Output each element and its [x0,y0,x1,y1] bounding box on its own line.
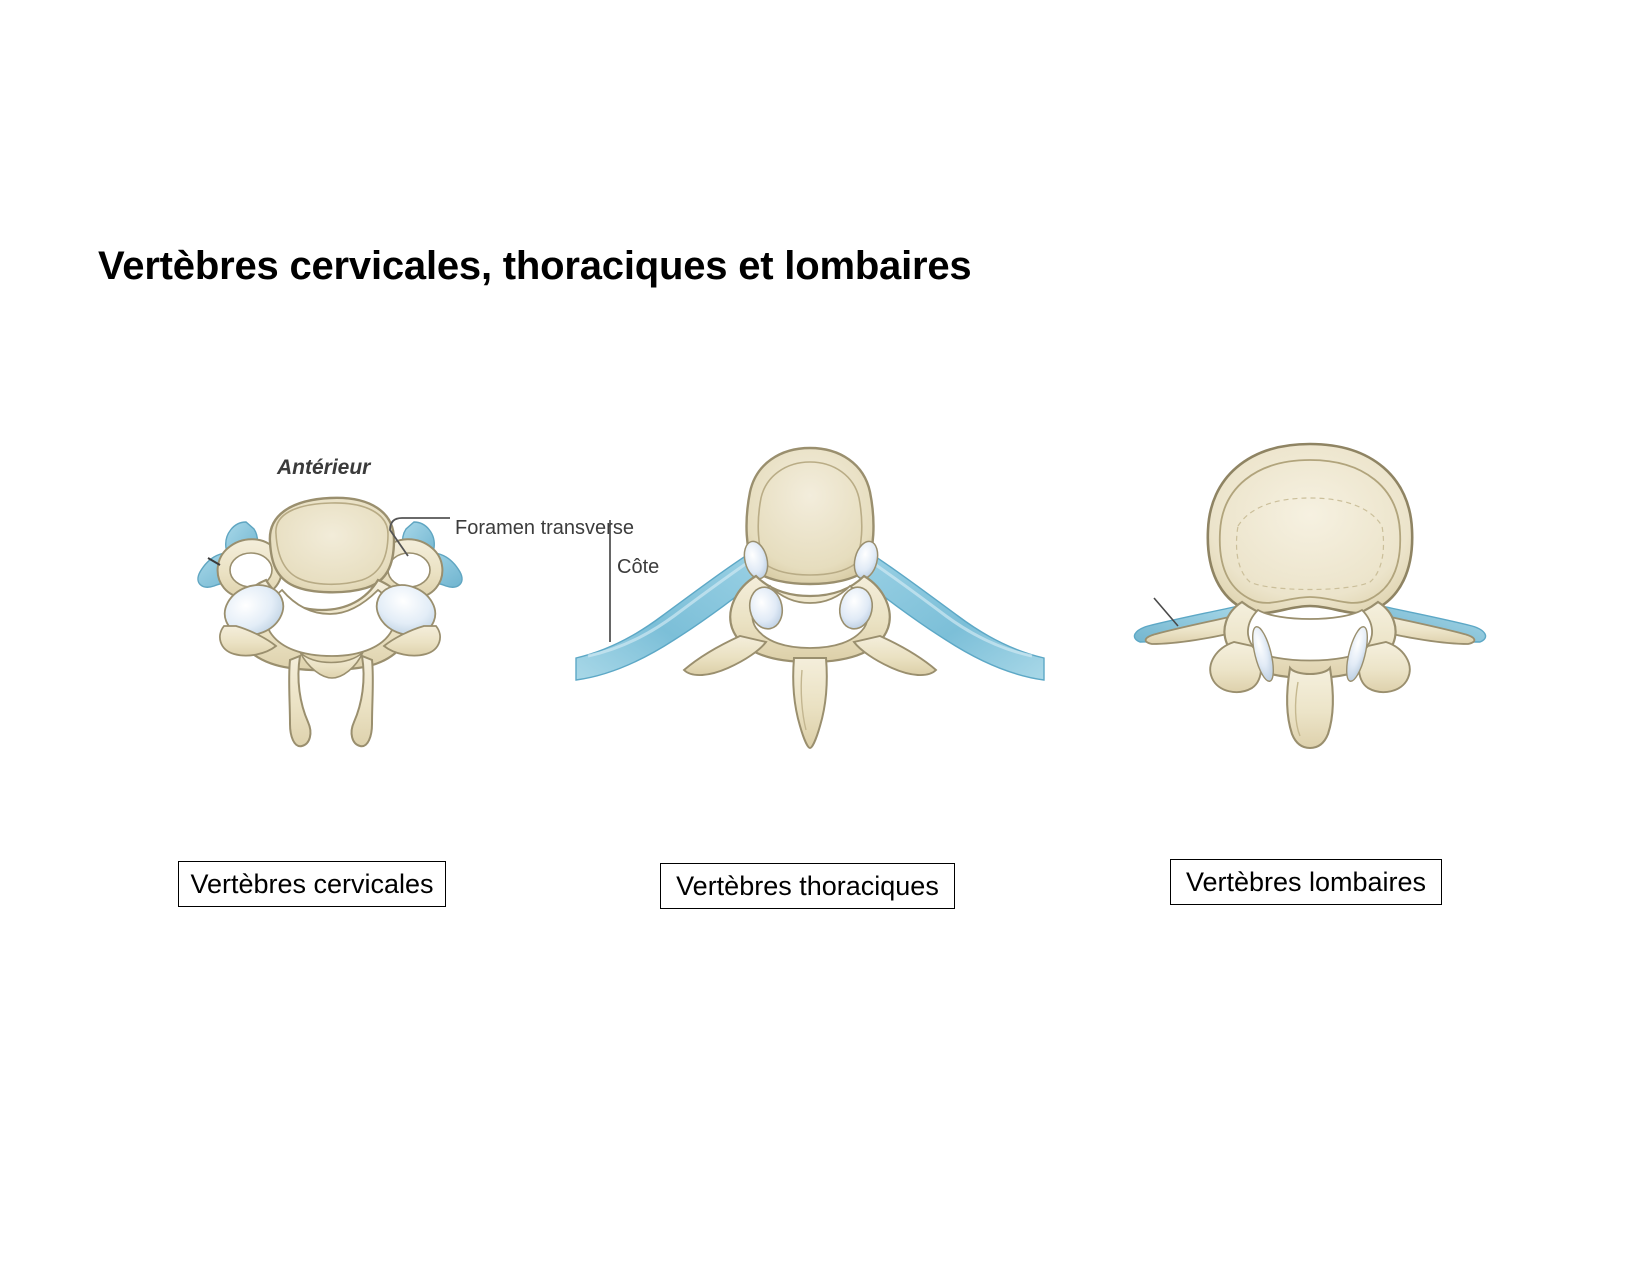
lumbar-trabecular-texture [1235,497,1385,591]
label-anterieur: Antérieur [277,456,371,479]
cervical-vertebral-foramen [265,588,396,657]
thoracic-right-articular-facet [838,586,874,630]
cervical-vertebral-body [268,496,396,594]
cervical-left-lateral-mass [219,625,278,657]
cervical-vertebra-svg [197,496,463,748]
thoracic-spinous-shade-line [800,669,807,731]
lumbar-spinous-shade-line [1294,681,1301,737]
caption-box-cervical[interactable]: Vertèbres cervicales [178,861,446,907]
cervical-vertebra-illustration [150,430,670,750]
thoracic-left-articular-facet [748,586,784,630]
cervical-spinous-process-base [299,651,364,679]
lumbar-spinous-process [1286,665,1334,750]
thoracic-body-cortical-line [757,461,863,576]
lumbar-vertebral-body [1206,442,1414,615]
thoracic-left-rib-highlight [587,548,767,658]
cervical-right-articular-facet [375,584,437,636]
thoracic-spinous-process [792,657,828,750]
lumbar-right-articular-facet [1345,626,1369,682]
cervical-right-transverse-foramen [387,552,431,588]
thoracic-right-rib-highlight [853,548,1033,658]
caption-text-cervical: Vertèbres cervicales [190,868,434,899]
label-foramen-transverse: Foramen transverse [455,517,634,539]
cervical-spinous-process-right-tubercle [350,654,374,748]
foramen-transverse-leader-line [389,517,450,557]
lumbar-left-articular-facet [1251,626,1275,682]
lumbar-left-transverse-process-bone [1144,612,1245,645]
cervical-left-articular-facet [223,584,285,636]
lumbar-vertebra-svg [1133,442,1487,750]
label-cote: Côte [617,556,660,578]
cervical-body-cortical-line [275,502,389,586]
lumbar-vertebra-illustration [1120,430,1500,750]
thoracic-vertebral-body [745,446,875,586]
caption-text-lumbar: Vertèbres lombaires [1185,866,1427,897]
caption-text-thoracic: Vertèbres thoraciques [676,870,939,901]
lumbar-pointer-line [1153,597,1179,627]
lumbar-right-transverse-process-bone [1375,612,1476,645]
page-title: Vertèbres cervicales, thoraciques et lom… [98,243,972,288]
thoracic-right-transverse-process [852,635,938,676]
thoracic-left-costal-facet [743,540,769,580]
caption-box-thoracic[interactable]: Vertèbres thoraciques [660,863,955,909]
thoracic-vertebra-illustration [570,430,1050,750]
thoracic-vertebra-svg [575,446,1045,750]
thoracic-left-transverse-process [682,635,768,676]
cervical-spinous-process-left-tubercle [288,654,312,748]
lumbar-body-cortical-line [1218,459,1402,604]
cervical-right-lateral-mass [382,625,441,657]
cervical-left-pointer-tick [207,557,221,566]
caption-box-lumbar[interactable]: Vertèbres lombaires [1170,859,1442,905]
